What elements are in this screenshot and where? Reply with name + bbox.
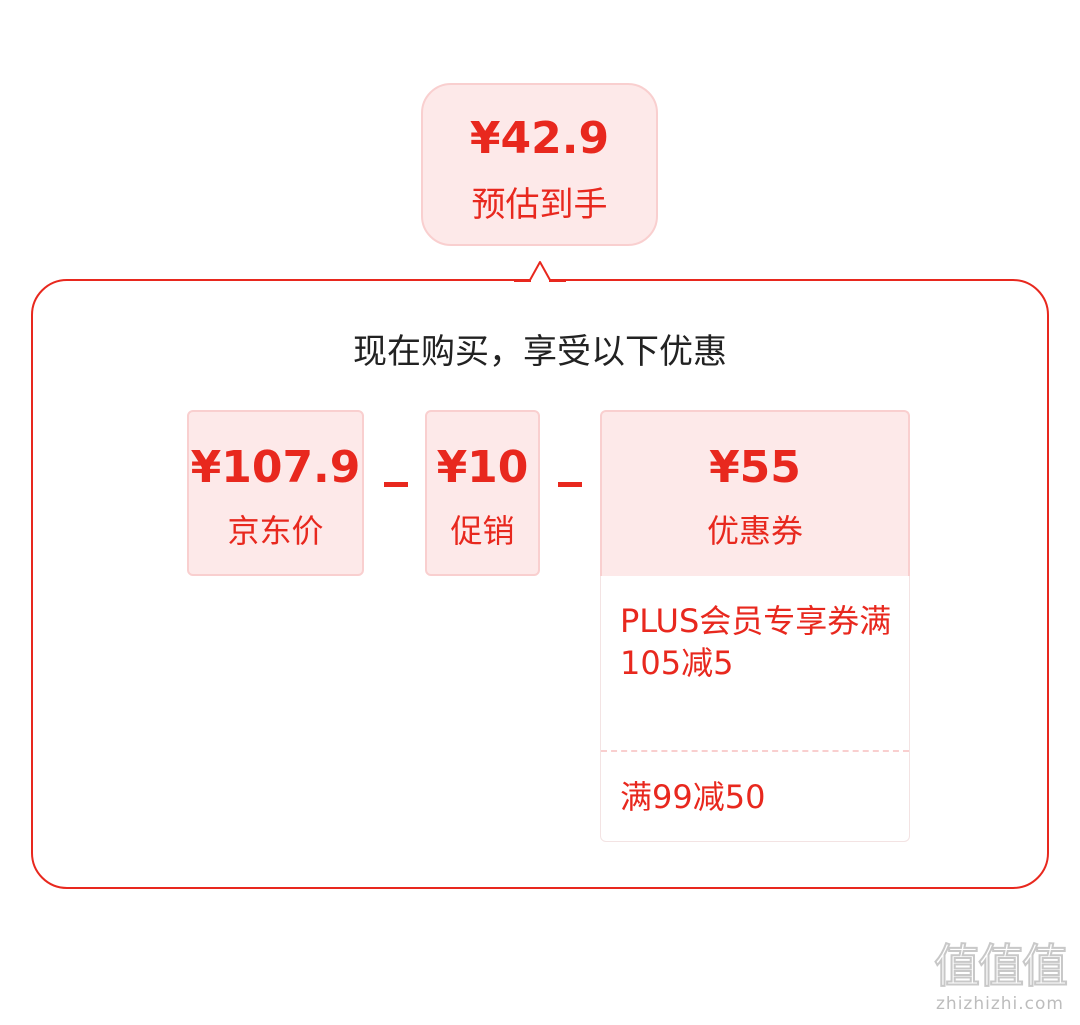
coupon-amount: ¥55 [709,442,801,493]
promotion-tile: ¥10 促销 [425,410,540,576]
coupon-list: PLUS会员专享券满105减5 满99减50 [600,576,910,842]
coupon-item-full-reduction: 满99减50 [620,778,766,816]
jd-price-tile: ¥107.9 京东价 [187,410,364,576]
minus-icon [558,482,582,487]
coupon-divider [601,750,909,752]
jd-price-label: 京东价 [227,512,324,550]
panel-title: 现在购买，享受以下优惠 [353,332,727,372]
estimated-price-label: 预估到手 [471,185,608,225]
promotion-amount: ¥10 [436,442,529,493]
estimated-price-badge: ¥42.9 预估到手 [421,83,658,246]
jd-price-amount: ¥107.9 [190,442,361,493]
coupon-tile: ¥55 优惠券 [600,410,910,576]
watermark-logo: 值值值 [933,939,1069,993]
coupon-label: 优惠券 [706,512,803,550]
site-watermark: 值值值 zhizhizhi.com [930,939,1070,1020]
watermark-site: zhizhizhi.com [936,994,1064,1014]
coupon-item-plus: PLUS会员专享券满105减5 [620,602,892,682]
panel-pointer [514,261,566,282]
estimated-price: ¥42.9 [469,113,610,164]
minus-icon [384,482,408,487]
promotion-label: 促销 [450,512,515,550]
